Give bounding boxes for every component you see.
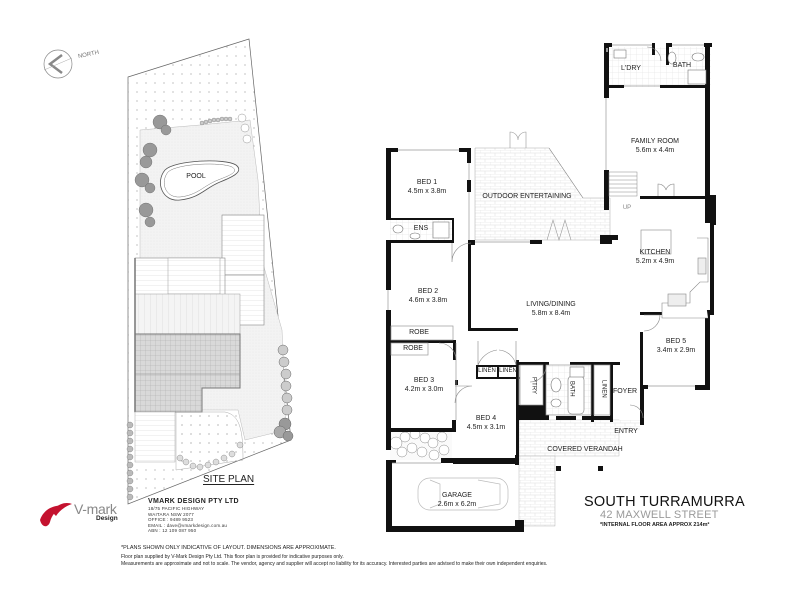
room-bed3: BED 3 4.2m x 3.0m bbox=[404, 377, 444, 393]
pool-label: POOL bbox=[186, 173, 206, 180]
property-street: 42 MAXWELL STREET bbox=[600, 509, 719, 521]
property-title-block: SOUTH TURRAMURRA 42 MAXWELL STREET *INTE… bbox=[584, 494, 784, 530]
company-details: VMARK DESIGN PTY LTD 18/75 PACIFIC HIGHW… bbox=[148, 498, 318, 534]
room-garage: GARAGE 2.6m x 6.2m bbox=[437, 492, 477, 508]
room-bed4: BED 4 4.5m x 3.1m bbox=[466, 415, 506, 431]
disclaimer-line-3: Measurements are approximate and not to … bbox=[121, 561, 548, 567]
site-plan-title: SITE PLAN bbox=[203, 474, 255, 485]
company-email: EMAIL : dave@vmarkdesign.com.au bbox=[148, 522, 228, 528]
room-bed2: BED 2 4.6m x 3.8m bbox=[408, 288, 448, 304]
room-living-dining: LIVING/DINING 5.8m x 8.4m bbox=[526, 301, 576, 317]
site-plan bbox=[43, 38, 294, 505]
room-entry: ENTRY bbox=[614, 428, 638, 435]
floor-plan bbox=[386, 43, 716, 532]
room-laundry: L'DRY bbox=[621, 65, 641, 72]
disclaimer-line-1: *PLANS SHOWN ONLY INDICATIVE OF LAYOUT. … bbox=[121, 545, 336, 551]
room-ens: ENS bbox=[413, 225, 429, 232]
room-linen-3: LINEN bbox=[600, 380, 607, 398]
room-bed5: BED 5 3.4m x 2.9m bbox=[656, 338, 696, 354]
property-suburb: SOUTH TURRAMURRA bbox=[584, 494, 745, 510]
room-bed1: BED 1 4.5m x 3.8m bbox=[407, 179, 447, 195]
company-address-1: 18/75 PACIFIC HIGHWAY bbox=[148, 506, 205, 511]
company-abn: ABN : 12 109 087 950 bbox=[148, 528, 197, 533]
room-linen-2: LINEN bbox=[499, 368, 517, 374]
logo-subtext: Design bbox=[96, 515, 118, 522]
company-office: OFFICE : 9489 9523 bbox=[148, 517, 194, 522]
north-arrow-icon bbox=[43, 49, 73, 79]
room-foyer: FOYER bbox=[612, 388, 638, 395]
room-pantry: P'TRY bbox=[530, 377, 537, 395]
room-kitchen: KITCHEN 5.2m x 4.9m bbox=[635, 249, 675, 265]
room-linen-1: LINEN bbox=[478, 368, 496, 374]
floor-area-note: *INTERNAL FLOOR AREA APPROX 214m² bbox=[600, 522, 710, 528]
logo-text: V-mark bbox=[74, 501, 117, 517]
room-robe-2: ROBE bbox=[403, 345, 423, 352]
disclaimer-line-2: Floor plan supplied by V-Mark Design Pty… bbox=[121, 554, 344, 560]
room-covered-verandah: COVERED VERANDAH bbox=[547, 446, 623, 453]
room-bath-upper: BATH bbox=[672, 62, 692, 69]
room-outdoor-entertaining: OUTDOOR ENTERTAINING bbox=[482, 193, 572, 200]
stair-up-label: UP bbox=[622, 205, 632, 211]
company-name: VMARK DESIGN PTY LTD bbox=[148, 498, 239, 505]
company-address-2: WAITARA NSW 2077 bbox=[148, 511, 194, 517]
vmark-logo-icon bbox=[40, 502, 72, 527]
room-robe-1: ROBE bbox=[409, 329, 429, 336]
room-bath-main: BATH bbox=[568, 381, 575, 397]
disclaimer: *PLANS SHOWN ONLY INDICATIVE OF LAYOUT. … bbox=[121, 544, 781, 568]
room-family: FAMILY ROOM 5.6m x 4.4m bbox=[631, 138, 679, 154]
